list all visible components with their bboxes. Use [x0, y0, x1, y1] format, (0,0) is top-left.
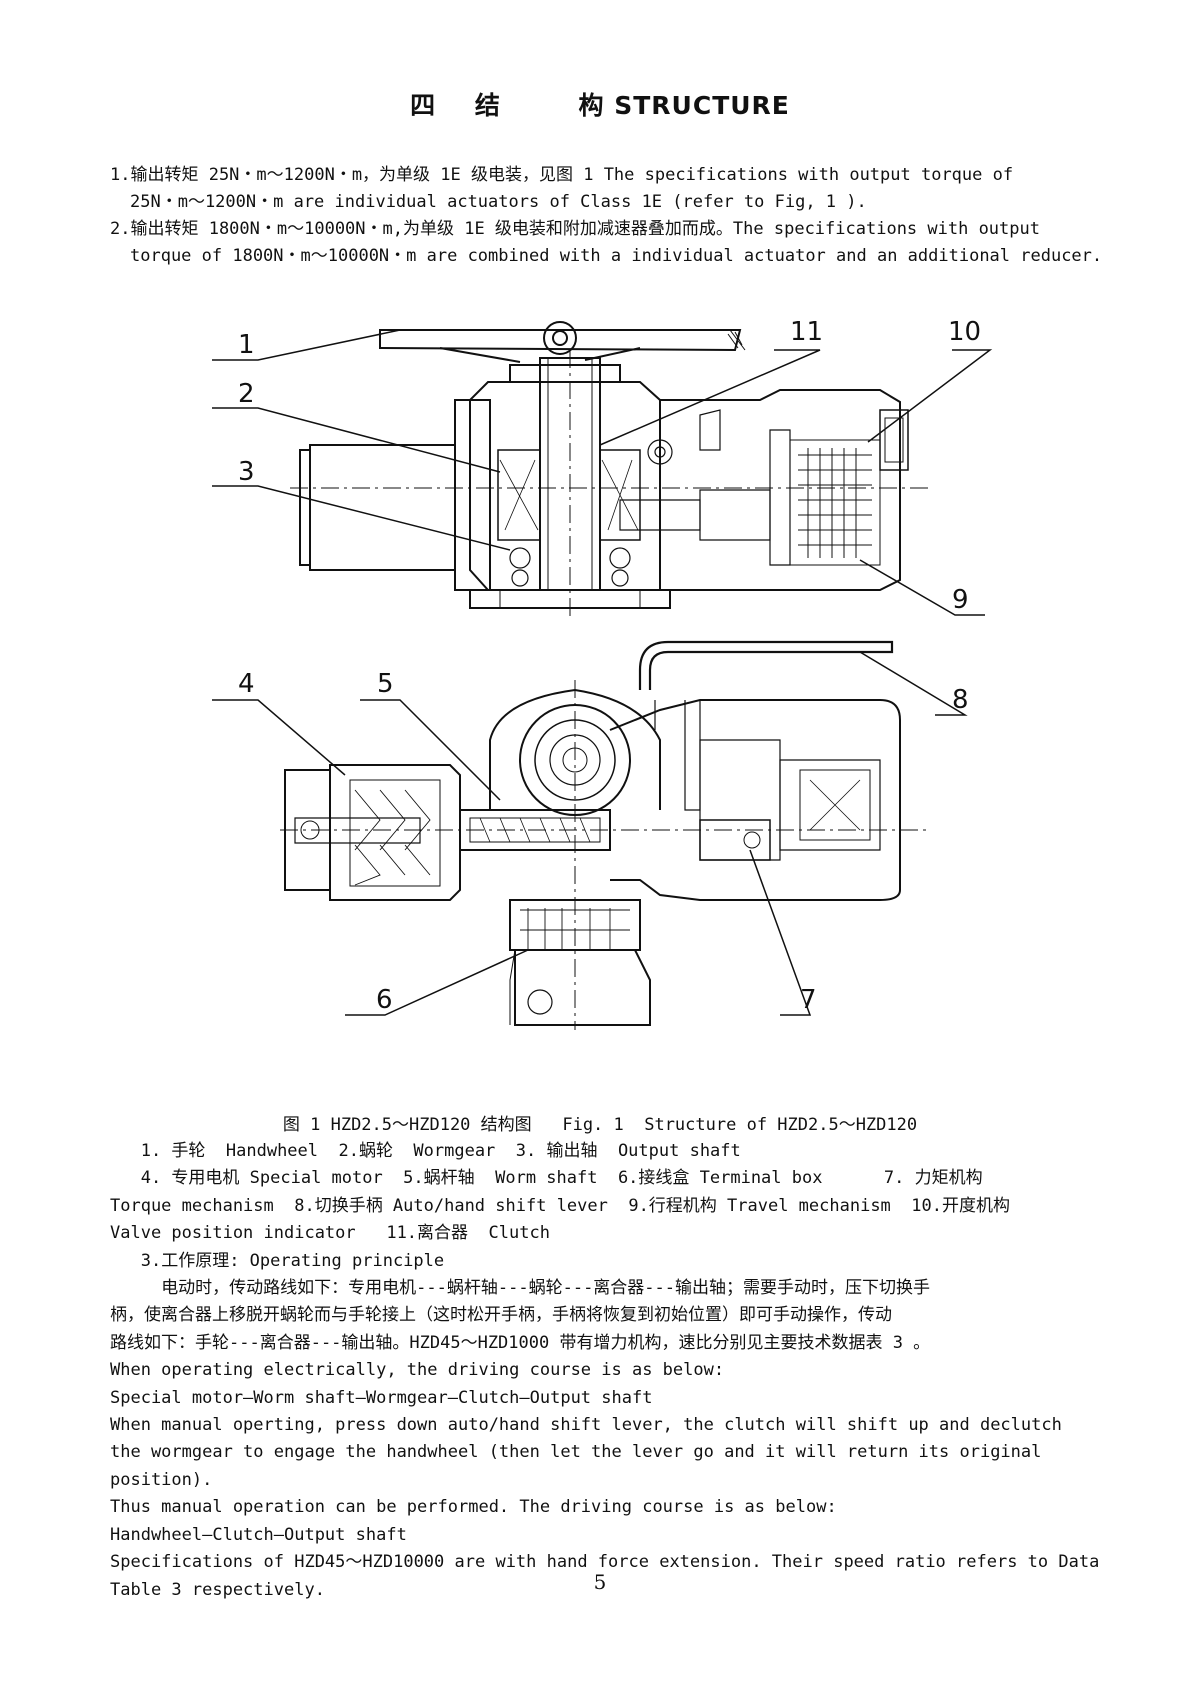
principle-en-line-5: Thus manual operation can be performed. … [110, 1497, 837, 1518]
principle-heading: 3.工作原理: Operating principle [110, 1250, 445, 1271]
part-label-10: 10 [948, 317, 981, 347]
position-indicator [879, 409, 909, 471]
principle-cn-line-3: 路线如下：手轮---离合器---输出轴。HZD45～HZD1000 带有增力机构… [110, 1332, 931, 1353]
principle-en-line-7: Specifications of HZD45～HZD10000 are wit… [110, 1552, 1100, 1573]
handwheel-rim [379, 329, 742, 352]
part-label-2: 2 [238, 379, 255, 409]
figure-caption: 图 1 HZD2.5～HZD120 结构图 Fig. 1 Structure o… [282, 1115, 918, 1135]
shift-lever [638, 640, 894, 690]
intro-line-2: 25N・m～1200N・m are individual actuators o… [130, 192, 867, 212]
special-motor [284, 764, 461, 901]
wormgear [497, 449, 541, 541]
legend-line-1: 1. 手轮 Handwheel 2.蜗轮 Wormgear 3. 输出轴 Out… [110, 1141, 741, 1161]
terminal-box [514, 949, 651, 1026]
part-label-5: 5 [377, 669, 394, 699]
legend-line-2: 4. 专用电机 Special motor 5.蜗杆轴 Worm shaft 6… [110, 1168, 983, 1189]
part-label-9: 9 [952, 585, 969, 615]
right-housing [660, 389, 901, 591]
part-label-7: 7 [800, 985, 817, 1015]
left-flange [454, 399, 491, 591]
principle-en-line-3: When manual operting, press down auto/ha… [110, 1415, 1062, 1436]
principle-en-line-2: Special motor—Worm shaft—Wormgear—Clutch… [110, 1387, 653, 1408]
part-label-3: 3 [238, 457, 255, 487]
part-label-11: 11 [790, 317, 823, 347]
page-number: 5 [593, 1570, 607, 1594]
principle-cn-line-1: 电动时，传动路线如下：专用电机---蜗杆轴---蜗轮---离合器---输出轴；需… [110, 1278, 931, 1299]
torque-mechanism [699, 819, 771, 861]
part-label-4: 4 [238, 669, 255, 699]
legend-line-3: Torque mechanism 8.切换手柄 Auto/hand shift … [110, 1195, 1010, 1216]
part-label-1: 1 [238, 330, 255, 360]
intro-line-3: 2.输出转矩 1800N・m～10000N・m,为单级 1E 级电装和附加减速器… [110, 219, 1040, 239]
top-view-drawing [290, 321, 930, 620]
travel-mechanism [789, 439, 881, 566]
intro-section: 1.输出转矩 25N・m～1200N・m，为单级 1E 级电装，见图 1 The… [110, 162, 1110, 270]
body-text: 1. 手轮 Handwheel 2.蜗轮 Wormgear 3. 输出轴 Out… [110, 1138, 1100, 1604]
bottom-view-drawing [280, 640, 930, 1030]
principle-en-line-1: When operating electrically, the driving… [110, 1360, 725, 1381]
part-label-8: 8 [952, 685, 969, 715]
principle-en-line-8: Table 3 respectively. [110, 1579, 325, 1600]
leader-lines [212, 329, 993, 1016]
principle-en-line-4: the wormgear to engage the handwheel (th… [110, 1442, 1052, 1490]
legend-line-4: Valve position indicator 11.离合器 Clutch [110, 1223, 550, 1244]
intro-line-1: 1.输出转矩 25N・m～1200N・m，为单级 1E 级电装，见图 1 The… [110, 165, 1014, 185]
principle-en-line-6: Handwheel—Clutch—Output shaft [110, 1524, 407, 1545]
principle-cn-line-2: 柄，使离合器上移脱开蜗轮而与手轮接上（这时松开手柄，手柄将恢复到初始位置）即可手… [110, 1305, 892, 1326]
intro-line-4: torque of 1800N・m～10000N・m are combined … [130, 246, 1103, 266]
part-label-6: 6 [376, 985, 393, 1015]
structure-figure: 1 2 3 4 5 6 7 8 9 10 11 [212, 317, 993, 1030]
page-title: 四 结 构 STRUCTURE [410, 91, 790, 120]
